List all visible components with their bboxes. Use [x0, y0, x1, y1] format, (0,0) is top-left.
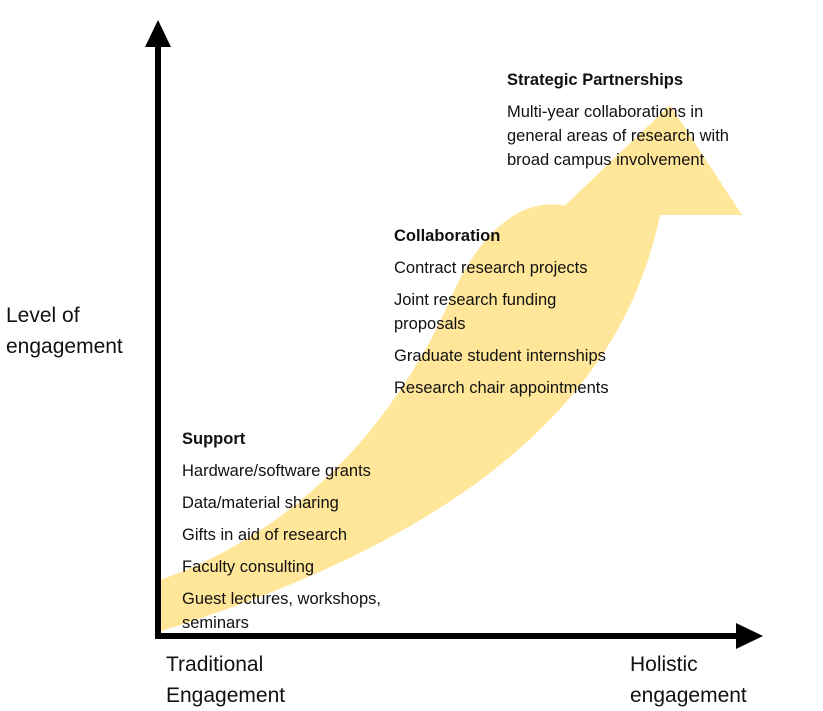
x-axis-label-right: Holistic engagement [630, 653, 747, 707]
stage-item: Research chair appointments [394, 379, 609, 397]
stage-collaboration: Collaboration Contract research projects… [394, 224, 609, 400]
stage-title: Collaboration [394, 227, 501, 245]
y-axis-arrowhead [145, 20, 171, 47]
stage-item: Guest lectures, workshops, seminars [182, 590, 381, 632]
growth-arrow [158, 105, 742, 632]
y-axis-label: Level of engagement [6, 304, 123, 358]
stage-item: Gifts in aid of research [182, 526, 348, 544]
stage-item: Joint research funding proposals [394, 291, 557, 333]
x-axis-arrowhead [736, 623, 763, 649]
stage-strategic-partnerships: Strategic Partnerships Multi-year collab… [507, 68, 729, 172]
stage-item: Faculty consulting [182, 558, 315, 576]
stage-item: Hardware/software grants [182, 462, 371, 480]
stage-item: Data/material sharing [182, 494, 339, 512]
stage-item: Contract research projects [394, 259, 588, 277]
stage-title: Support [182, 430, 246, 448]
x-axis-label-left: Traditional Engagement [166, 653, 286, 707]
stage-title: Strategic Partnerships [507, 71, 684, 89]
stage-support: Support Hardware/software grants Data/ma… [182, 427, 381, 635]
stage-item: Graduate student internships [394, 347, 606, 365]
stage-item: Multi-year collaborations in general are… [507, 103, 729, 169]
